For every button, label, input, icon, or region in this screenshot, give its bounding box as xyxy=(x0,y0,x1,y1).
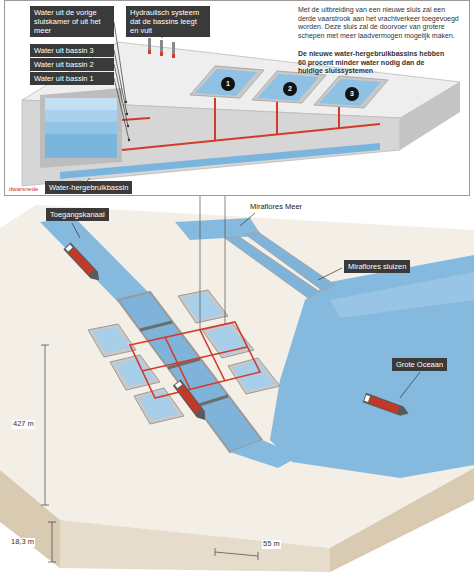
pipe xyxy=(122,98,380,150)
place-label: Miraflores Meer xyxy=(250,203,302,212)
label-text: 18,3 m xyxy=(11,538,34,547)
lock-block-front xyxy=(22,100,400,186)
label-text: Water uit de vorige sluiskamer of uit he… xyxy=(34,8,110,35)
reuse-channel xyxy=(60,143,380,179)
label-text: Miraflores Meer xyxy=(250,203,302,212)
callout-number: 1 xyxy=(221,77,235,91)
callout-text: 1 xyxy=(221,77,235,91)
label-text: 55 m xyxy=(263,540,280,549)
label-text: dwarsnede xyxy=(9,186,38,193)
highlight-grid xyxy=(130,322,260,398)
leader-dot xyxy=(125,101,130,141)
label-box: Miraflores sluizen xyxy=(344,260,410,273)
label-box: Water uit bassin 1 xyxy=(30,72,114,85)
label-box: Water uit bassin 3 xyxy=(30,44,114,57)
lock-block-top xyxy=(22,42,460,118)
dimension-label: 18,3 m xyxy=(10,538,35,547)
leader-line xyxy=(72,213,420,398)
terrain-side xyxy=(0,470,60,568)
dimension-line xyxy=(41,345,258,562)
ship xyxy=(363,393,411,418)
water-layer xyxy=(45,98,117,110)
callout-number: 2 xyxy=(283,82,297,96)
lock-gate xyxy=(196,396,228,406)
label-text: Water uit bassin 1 xyxy=(34,74,110,83)
label-box: Toegangskanaal xyxy=(46,208,109,221)
reuse-basins xyxy=(88,290,280,424)
label-text: Water uit bassin 2 xyxy=(34,60,110,69)
label-text: Water uit bassin 3 xyxy=(34,46,110,55)
dimension-label: 55 m xyxy=(262,540,281,549)
lock-exit xyxy=(230,440,300,468)
callout-text: 2 xyxy=(283,82,297,96)
label-text: Grote Oceaan xyxy=(396,360,443,369)
basin-water xyxy=(93,293,275,420)
lock-chamber xyxy=(40,88,122,168)
note-text: De nieuwe water-hergebruikbassins hebben… xyxy=(298,50,450,76)
ship xyxy=(173,379,209,423)
lock-gate xyxy=(140,322,172,330)
terrain-top xyxy=(0,205,474,548)
note-text: dwarsnede xyxy=(9,186,38,193)
ocean-shade xyxy=(330,272,474,318)
miraflores-lock xyxy=(245,232,335,291)
terrain-side xyxy=(330,468,474,572)
label-box: Water uit bassin 2 xyxy=(30,58,114,71)
ship xyxy=(63,243,102,284)
label-text: De nieuwe water-hergebruikbassins hebben… xyxy=(298,50,450,76)
hydraulic-post xyxy=(148,38,175,58)
dimension-label: 427 m xyxy=(12,420,35,429)
callout-text: 3 xyxy=(345,87,359,101)
label-box: Water-hergebruikbassin xyxy=(45,181,132,194)
water-layer xyxy=(45,134,117,158)
label-text: Hydraulisch systeem dat de bassins leegt… xyxy=(130,8,206,35)
label-box: Grote Oceaan xyxy=(392,358,447,371)
water-layer xyxy=(45,122,117,134)
terrain-front xyxy=(60,520,330,572)
label-text: 427 m xyxy=(13,420,34,429)
label-text: Water-hergebruikbassin xyxy=(49,183,128,192)
lock-block-side xyxy=(400,82,460,150)
label-text: Toegangskanaal xyxy=(50,210,105,219)
access-canal xyxy=(40,218,150,302)
water-layer xyxy=(45,110,117,122)
label-box: Hydraulisch systeem dat de bassins leegt… xyxy=(126,6,210,37)
label-text: Miraflores sluizen xyxy=(348,262,406,271)
inset-connector xyxy=(200,196,225,330)
inset-frame xyxy=(5,1,470,196)
note-text: Met de uitbreiding van een nieuwe sluis … xyxy=(298,6,464,40)
callout-number: 3 xyxy=(345,87,359,101)
label-box: Water uit de vorige sluiskamer of uit he… xyxy=(30,6,114,37)
label-text: Met de uitbreiding van een nieuwe sluis … xyxy=(298,6,464,40)
